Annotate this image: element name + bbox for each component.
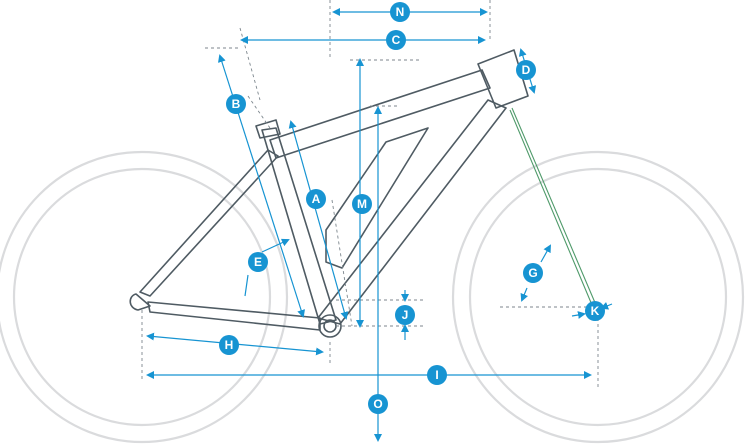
dim-E — [244, 240, 288, 297]
label-H: H — [219, 335, 239, 355]
label-O: O — [368, 394, 388, 414]
fork — [509, 107, 597, 306]
label-D: D — [516, 60, 536, 80]
label-B-text: B — [232, 97, 241, 111]
label-M: M — [352, 194, 372, 214]
label-B: B — [226, 94, 246, 114]
label-I-text: I — [435, 368, 438, 382]
label-E: E — [248, 252, 268, 272]
front-wheel — [451, 150, 745, 444]
reference-lines — [141, 0, 600, 390]
label-M-text: M — [357, 197, 367, 211]
label-J: J — [395, 305, 415, 325]
dim-G — [522, 246, 550, 300]
label-C: C — [386, 30, 406, 50]
label-G-text: G — [528, 266, 537, 280]
bike-frame — [129, 49, 529, 338]
label-D-text: D — [522, 63, 531, 77]
label-A: A — [306, 189, 326, 209]
label-N: N — [390, 2, 410, 22]
label-K: K — [585, 301, 605, 321]
dim-A — [288, 120, 349, 320]
label-N-text: N — [396, 5, 405, 19]
label-J-text: J — [402, 308, 409, 322]
label-G: G — [523, 263, 543, 283]
label-A-text: A — [312, 192, 321, 206]
label-O-text: O — [373, 397, 382, 411]
dim-K-left — [571, 311, 586, 319]
label-H-text: H — [225, 338, 234, 352]
rear-wheel — [0, 150, 289, 444]
label-I: I — [427, 365, 447, 385]
label-E-text: E — [254, 255, 262, 269]
label-K-text: K — [591, 304, 600, 318]
label-C-text: C — [392, 33, 401, 47]
dimension-lines — [146, 8, 613, 442]
